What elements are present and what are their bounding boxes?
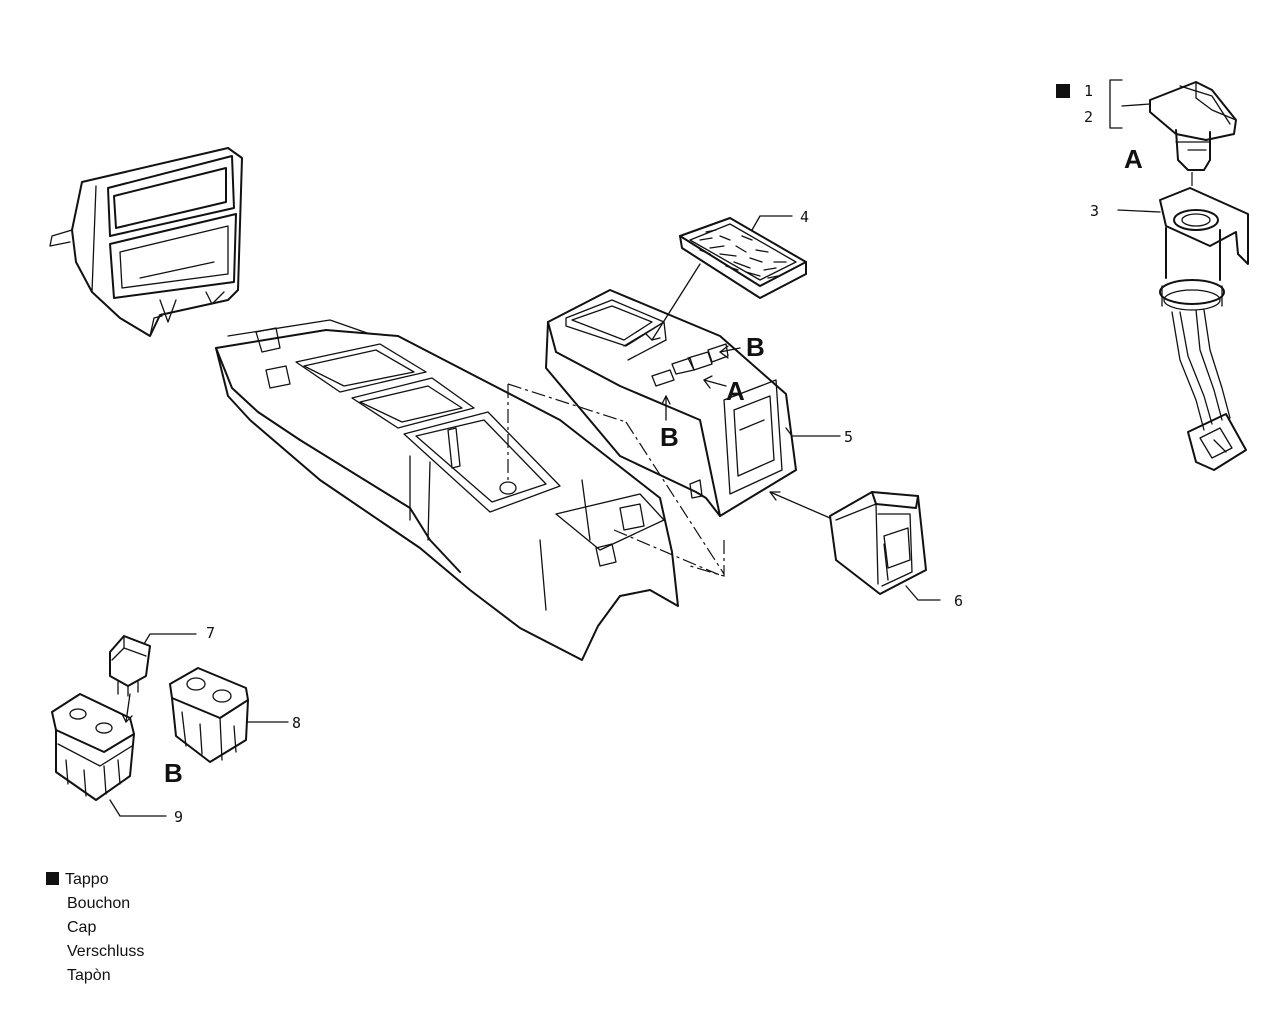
relay bbox=[109, 635, 151, 697]
callout-8: 8 bbox=[292, 714, 301, 732]
ashtray-insert bbox=[829, 491, 927, 595]
legend-row: Verschluss bbox=[46, 940, 144, 964]
center-console-body bbox=[215, 319, 679, 661]
legend-item: Bouchon bbox=[67, 895, 131, 912]
legend-row: Cap bbox=[46, 916, 144, 940]
console-top-housing bbox=[545, 289, 797, 517]
callout-4: 4 bbox=[800, 208, 809, 226]
legend-item: Verschluss bbox=[67, 943, 145, 960]
callout-3: 3 bbox=[1090, 202, 1099, 220]
letter-b-console-right: B bbox=[746, 332, 765, 362]
legend-marker-icon bbox=[1056, 84, 1070, 98]
armrest-pad bbox=[679, 217, 807, 299]
callout-9: 9 bbox=[174, 808, 183, 826]
callout-1: 1 bbox=[1084, 82, 1093, 100]
legend: Tappo Bouchon Cap Verschluss Tapòn bbox=[46, 868, 144, 988]
legend-row: Tapòn bbox=[46, 964, 144, 988]
legend-square-icon bbox=[46, 872, 59, 885]
callout-6: 6 bbox=[954, 592, 963, 610]
letter-b-switches: B bbox=[164, 758, 183, 788]
letter-b-console-left: B bbox=[660, 422, 679, 452]
legend-row: Bouchon bbox=[46, 892, 144, 916]
legend-row: Tappo bbox=[46, 868, 144, 892]
dash-bezel-frame bbox=[49, 147, 243, 337]
callout-7: 7 bbox=[206, 624, 215, 642]
alignment-phantom-lines bbox=[507, 383, 725, 577]
letter-a-lighter: A bbox=[1124, 144, 1143, 174]
legend-item: Tapòn bbox=[67, 967, 111, 984]
legend-item: Cap bbox=[67, 919, 97, 936]
callout-2: 2 bbox=[1084, 108, 1093, 126]
cigar-lighter-assembly bbox=[1149, 81, 1249, 471]
leader-lines bbox=[109, 79, 1161, 817]
window-switch-8 bbox=[169, 667, 249, 763]
letter-a-console: A bbox=[726, 376, 745, 406]
callout-5: 5 bbox=[844, 428, 853, 446]
legend-item: Tappo bbox=[65, 871, 109, 888]
window-switch-9 bbox=[51, 693, 135, 801]
